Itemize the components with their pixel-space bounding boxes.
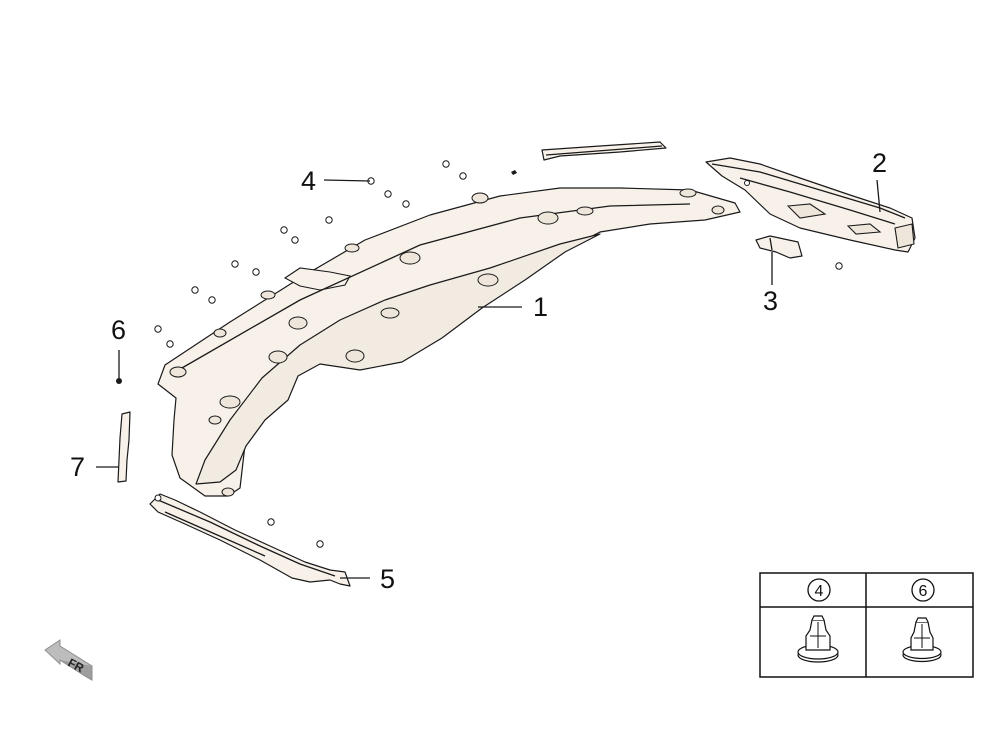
- callout-4: 4: [301, 166, 316, 196]
- callout-7: 7: [70, 452, 85, 482]
- detail-table: 4 6: [759, 572, 974, 678]
- callout-1: 1: [533, 292, 548, 322]
- push-clip-icon: [797, 615, 839, 663]
- detail-label-right: 6: [919, 583, 928, 600]
- loose-clips: [154, 160, 843, 548]
- callout-2: 2: [872, 148, 887, 178]
- push-clip-icon: [902, 617, 942, 663]
- front-arrow-icon: FR: [44, 639, 93, 681]
- part-3-bracket: [755, 235, 803, 259]
- callout-5: 5: [380, 564, 395, 594]
- callout-3: 3: [763, 286, 778, 316]
- leader-lines: [96, 179, 881, 579]
- top-seal-strip: [541, 141, 667, 161]
- detail-label-ring-right: [911, 578, 935, 602]
- front-marker-label: FR: [66, 656, 87, 676]
- part-7-edge-strip: [117, 411, 131, 483]
- part-1-insulator-panel: [157, 187, 741, 497]
- part-6-pin: [116, 378, 122, 384]
- detail-label-left: 4: [815, 583, 824, 600]
- callout-6: 6: [111, 315, 126, 345]
- detail-label-ring-left: [807, 578, 831, 602]
- callout-numbers: 1 2 3 4 5 6 7: [70, 148, 887, 594]
- part-2-side-rail: [705, 157, 916, 253]
- part-5-lower-rail: [149, 493, 351, 587]
